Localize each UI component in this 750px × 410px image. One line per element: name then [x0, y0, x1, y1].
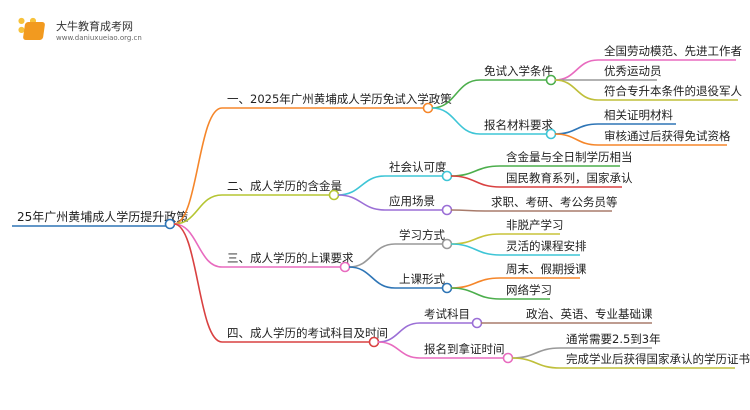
branch-toggle[interactable] [368, 336, 380, 348]
leaf-node[interactable]: 符合专升本条件的退役军人 [604, 84, 742, 98]
branch-connector [173, 107, 424, 225]
sub-node[interactable]: 上课形式 [399, 272, 445, 286]
sub-toggle[interactable] [441, 170, 453, 182]
leaf-connector [450, 243, 580, 256]
sub-connector [431, 107, 547, 135]
leaf-node[interactable]: 网络学习 [506, 283, 552, 297]
leaf-node[interactable]: 政治、英语、专业基础课 [526, 307, 653, 321]
sub-connector [337, 194, 443, 211]
branch-toggle[interactable] [422, 102, 434, 114]
leaf-node[interactable]: 完成学业后获得国家承认的学历证书 [566, 352, 750, 366]
root-node[interactable]: 25年广州黄埔成人学历提升政策 [17, 209, 188, 224]
leaf-connector [511, 357, 735, 369]
leaf-connector [554, 79, 738, 101]
site-logo: ● ● ● 大牛教育成考网 www.daniuxueiao.org.cn [18, 16, 178, 46]
sub-connector [377, 341, 504, 359]
logo-title: 大牛教育成考网 [56, 20, 133, 33]
logo-url: www.daniuxueiao.org.cn [56, 34, 142, 42]
branch-node[interactable]: 四、成人学历的考试科目及时间 [227, 326, 388, 340]
sub-toggle[interactable] [545, 128, 557, 140]
leaf-node[interactable]: 审核通过后获得免试资格 [604, 129, 731, 143]
sub-connector [431, 79, 547, 109]
leaf-node[interactable]: 含金量与全日制学历相当 [506, 150, 633, 164]
branch-toggle[interactable] [328, 189, 340, 201]
branch-node[interactable]: 一、2025年广州黄埔成人学历免试入学政策 [227, 92, 452, 106]
branch-connector [173, 223, 370, 343]
leaf-node[interactable]: 相关证明材料 [604, 108, 673, 122]
leaf-node[interactable]: 国民教育系列，国家承认 [506, 171, 633, 185]
sub-connector [377, 322, 473, 343]
leaf-node[interactable]: 灵活的课程安排 [506, 239, 587, 253]
sub-node[interactable]: 报名到拿证时间 [424, 342, 505, 356]
sub-connector [348, 243, 443, 268]
sub-node[interactable]: 免试入学条件 [484, 64, 553, 78]
sub-toggle[interactable] [441, 238, 453, 250]
sub-node[interactable]: 社会认可度 [389, 160, 447, 174]
sub-node[interactable]: 应用场景 [389, 194, 435, 208]
sub-toggle[interactable] [545, 74, 557, 86]
branch-toggle[interactable] [339, 261, 351, 273]
sub-connector [337, 175, 443, 196]
branch-node[interactable]: 二、成人学历的含金量 [227, 179, 342, 193]
leaf-node[interactable]: 全国劳动模范、先进工作者 [604, 44, 742, 58]
branch-connector [173, 194, 330, 225]
leaf-node[interactable]: 求职、考研、考公务员等 [491, 195, 618, 209]
leaf-node[interactable]: 通常需要2.5到3年 [566, 332, 661, 346]
leaf-connector [450, 287, 550, 300]
branch-node[interactable]: 三、成人学历的上课要求 [227, 251, 354, 265]
leaf-connector [554, 133, 727, 146]
leaf-node[interactable]: 非脱产学习 [506, 218, 564, 232]
leaf-connector [450, 209, 612, 212]
sub-node[interactable]: 报名材料要求 [484, 118, 553, 132]
sub-node[interactable]: 考试科目 [424, 307, 470, 321]
branch-connector [173, 223, 341, 268]
sub-toggle[interactable] [502, 352, 514, 364]
leaf-node[interactable]: 周末、假期授课 [506, 262, 587, 276]
sub-toggle[interactable] [471, 317, 483, 329]
logo-dots-icon: ● ● ● [18, 16, 38, 34]
root-toggle[interactable] [164, 218, 176, 230]
leaf-node[interactable]: 优秀运动员 [604, 64, 662, 78]
sub-toggle[interactable] [441, 204, 453, 216]
leaf-connector [450, 175, 622, 188]
sub-connector [348, 266, 443, 289]
sub-node[interactable]: 学习方式 [399, 228, 445, 242]
sub-toggle[interactable] [441, 282, 453, 294]
